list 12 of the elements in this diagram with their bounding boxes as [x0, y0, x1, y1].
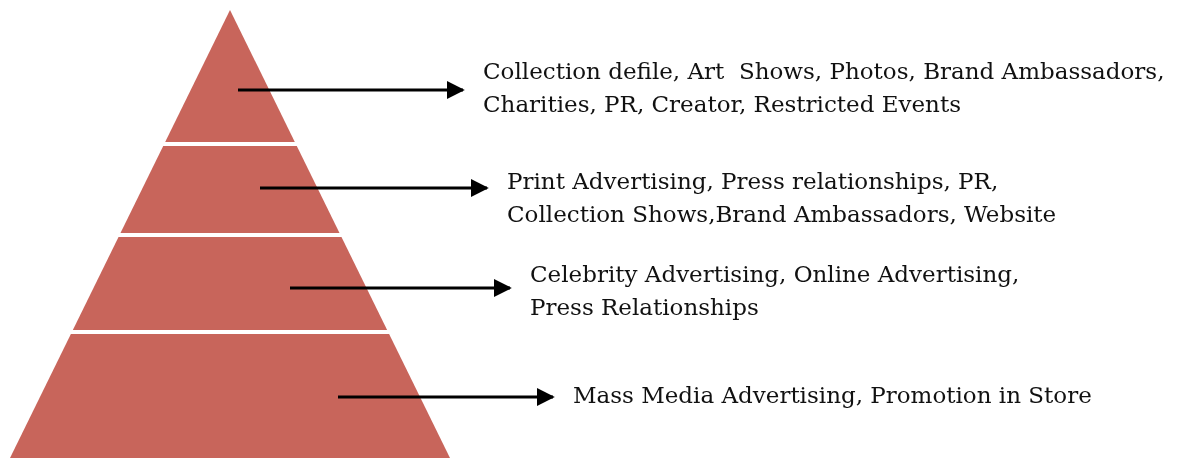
tier-description: Collection defile, Art Shows, Photos, Brand Ambassadors, Charities, PR, Creator, Restricted Events	[483, 55, 1198, 121]
pyramid-tier	[165, 10, 295, 142]
tier-description: Print Advertising, Press relationships, PR, Collection Shows,Brand Ambassadors, Website	[507, 165, 1107, 231]
pyramid-tier	[72, 237, 388, 330]
arrow	[338, 388, 555, 406]
tier-description: Mass Media Advertising, Promotion in Store	[573, 379, 1173, 412]
pyramid-tier	[10, 334, 450, 458]
pyramid-tier	[120, 146, 340, 233]
arrow	[260, 179, 489, 197]
tier-description: Celebrity Advertising, Online Advertising, Press Relationships	[530, 258, 1070, 324]
arrow	[290, 279, 512, 297]
arrow	[238, 81, 465, 99]
